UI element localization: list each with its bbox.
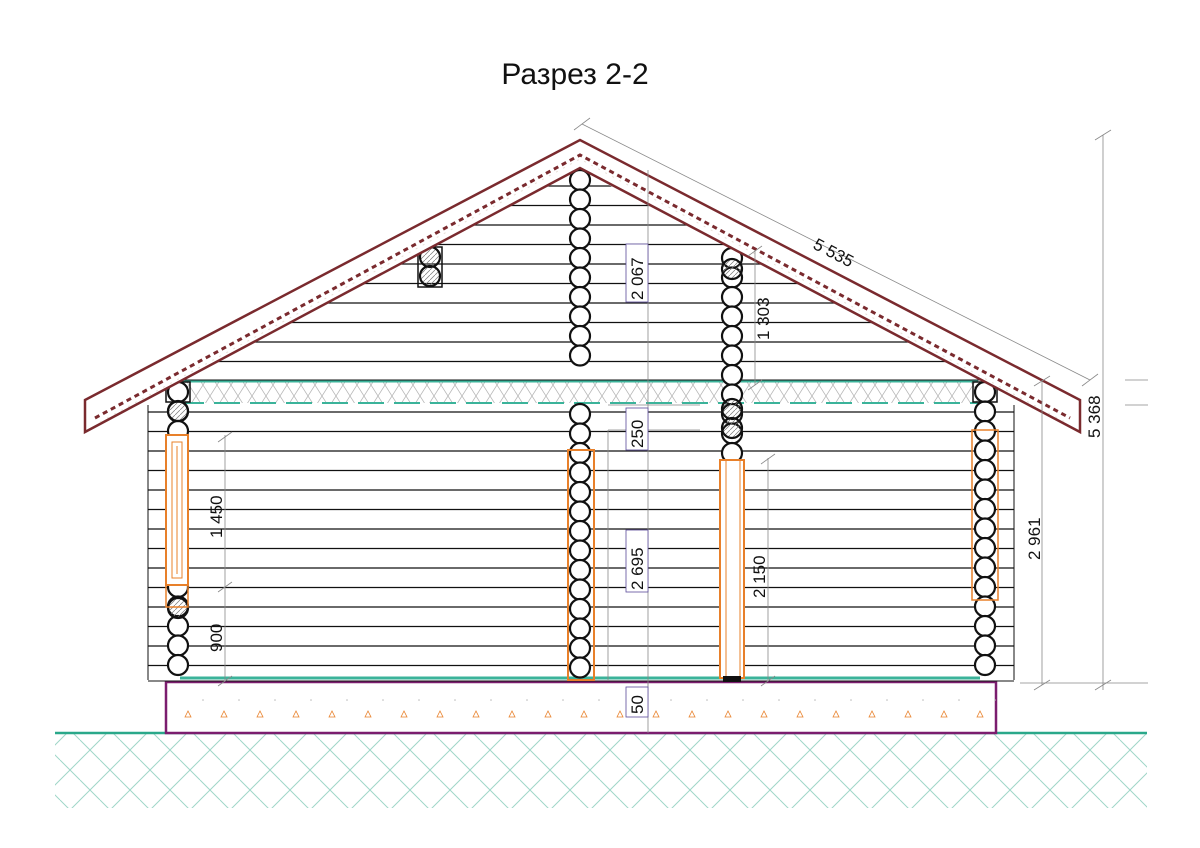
ceiling-insulation xyxy=(166,379,990,404)
foundation-slab xyxy=(164,680,998,735)
roof xyxy=(83,138,1082,435)
drawing-title: Разрез 2-2 xyxy=(501,58,649,91)
dim-wall-height-inner: 2 695 xyxy=(628,547,647,590)
dim-window-height: 1 450 xyxy=(207,495,226,538)
door-frame xyxy=(719,459,745,682)
dimension-lines xyxy=(217,117,1148,733)
dim-door-height: 2 150 xyxy=(750,555,769,598)
dim-upper-post: 1 303 xyxy=(754,297,773,340)
ground xyxy=(55,731,1147,808)
log-walls xyxy=(165,168,998,679)
dim-wall-height: 2 961 xyxy=(1025,517,1044,560)
label-boxes xyxy=(625,243,649,718)
dim-total-height: 5 368 xyxy=(1085,395,1104,438)
dim-window-sill: 900 xyxy=(207,624,226,652)
center-post-frame xyxy=(567,449,595,681)
right-wall-frame xyxy=(971,429,999,601)
dim-foundation: 50 xyxy=(628,695,647,714)
dim-gable-height: 2 067 xyxy=(628,257,647,300)
dim-floor-thickness: 250 xyxy=(628,420,647,448)
left-window xyxy=(165,434,189,608)
